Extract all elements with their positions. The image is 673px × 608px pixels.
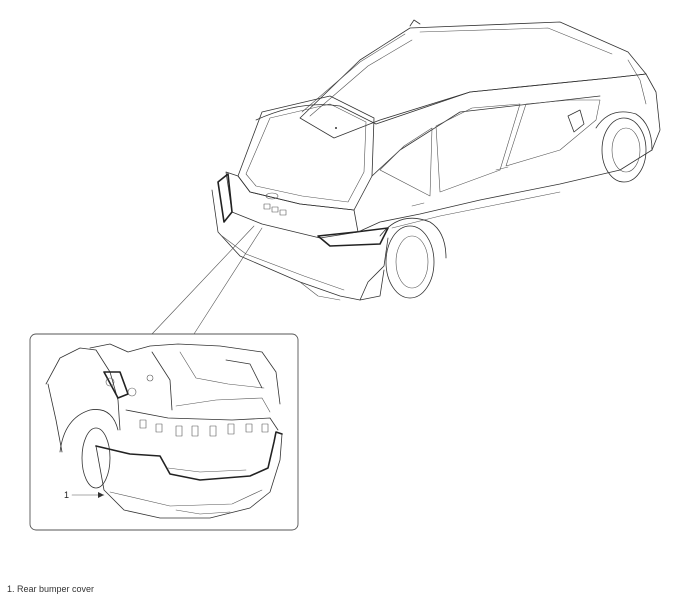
callout-number-1: 1 (64, 490, 69, 500)
rear-bumper-cover (95, 431, 283, 519)
bumper-mounting-clips (139, 419, 269, 437)
car-rear-view (211, 19, 661, 301)
legend-item-1: 1. Rear bumper cover (7, 584, 95, 594)
callout-1: 1 (64, 490, 105, 500)
detail-panel: 1 (29, 333, 299, 531)
leader-lines (151, 225, 263, 335)
